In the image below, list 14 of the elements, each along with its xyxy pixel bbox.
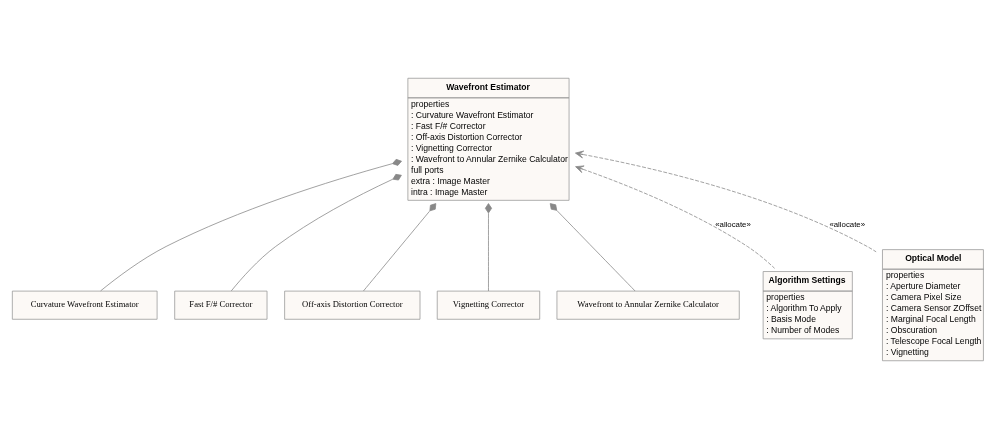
connector <box>100 158 402 291</box>
node-box: Off-axis Distortion Corrector <box>284 290 421 320</box>
node-box: Curvature Wavefront Estimator <box>11 290 158 320</box>
arrow <box>575 150 877 252</box>
connector <box>549 202 636 291</box>
node-box: Fast F/# Corrector <box>174 290 268 320</box>
node-box: Vignetting Corrector <box>436 290 541 320</box>
edge-label: «allocate» <box>715 219 751 229</box>
connector <box>230 173 402 291</box>
edge-label: «allocate» <box>829 219 866 229</box>
connector <box>484 202 492 291</box>
connector <box>363 202 437 291</box>
node-box: Wavefront to Annular Zernike Calculator <box>556 290 740 320</box>
arrow <box>575 165 775 269</box>
